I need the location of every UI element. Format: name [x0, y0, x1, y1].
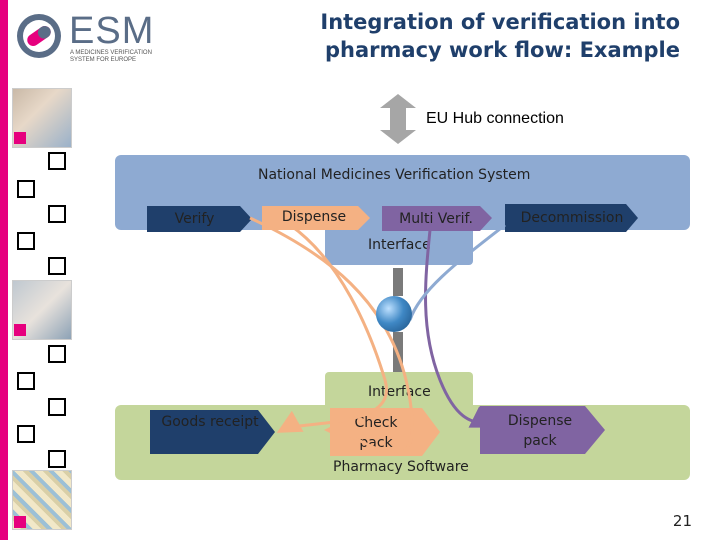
square-glyph-icon: [48, 450, 66, 468]
logo-wordmark: ESM: [69, 10, 155, 52]
square-glyph-icon: [48, 257, 66, 275]
brand-side-bar: [0, 0, 8, 540]
hub-label: EU Hub connection: [426, 110, 564, 127]
page-number: 21: [672, 512, 692, 530]
pink-square: [14, 324, 26, 336]
square-glyph-icon: [17, 372, 35, 390]
nmvs-title: National Medicines Verification System: [258, 167, 531, 183]
verify-chevron: [147, 206, 252, 232]
slide-title: Integration of verification into pharmac…: [320, 10, 680, 62]
pink-square: [14, 516, 26, 528]
nmvs-interface-label: Interface: [368, 237, 431, 253]
verify-label: Verify: [174, 211, 215, 227]
goods-receipt-label: Goods receipt: [161, 414, 259, 430]
square-glyph-icon: [48, 205, 66, 223]
pharmacy-software-title: Pharmacy Software: [333, 459, 469, 475]
double-arrow-icon: [380, 94, 416, 144]
pharmacy-interface-label: Interface: [368, 384, 431, 400]
esm-logo: ESM A MEDICINES VERIFICATION SYSTEM FOR …: [14, 10, 153, 66]
logo-tagline: A MEDICINES VERIFICATION SYSTEM FOR EURO…: [70, 50, 152, 63]
dispense-pack-chevron: [480, 406, 605, 454]
square-glyph-icon: [17, 425, 35, 443]
pill-logo-icon: [17, 14, 61, 58]
square-glyph-icon: [48, 152, 66, 170]
multi-verif-label: Multi Verif.: [399, 211, 473, 227]
check-pack-label: Check pack: [354, 415, 398, 451]
square-glyph-icon: [17, 232, 35, 250]
decommission-label: Decommission: [520, 210, 624, 226]
square-glyph-icon: [17, 180, 35, 198]
dispense-pack-label: Dispense pack: [507, 413, 573, 449]
pink-square: [14, 132, 26, 144]
square-glyph-icon: [48, 398, 66, 416]
goods-receipt-chevron: [150, 410, 275, 454]
square-glyph-icon: [48, 345, 66, 363]
decommission-chevron: [505, 204, 638, 232]
dispense-label: Dispense: [281, 209, 347, 225]
network-globe-icon: [376, 296, 412, 332]
